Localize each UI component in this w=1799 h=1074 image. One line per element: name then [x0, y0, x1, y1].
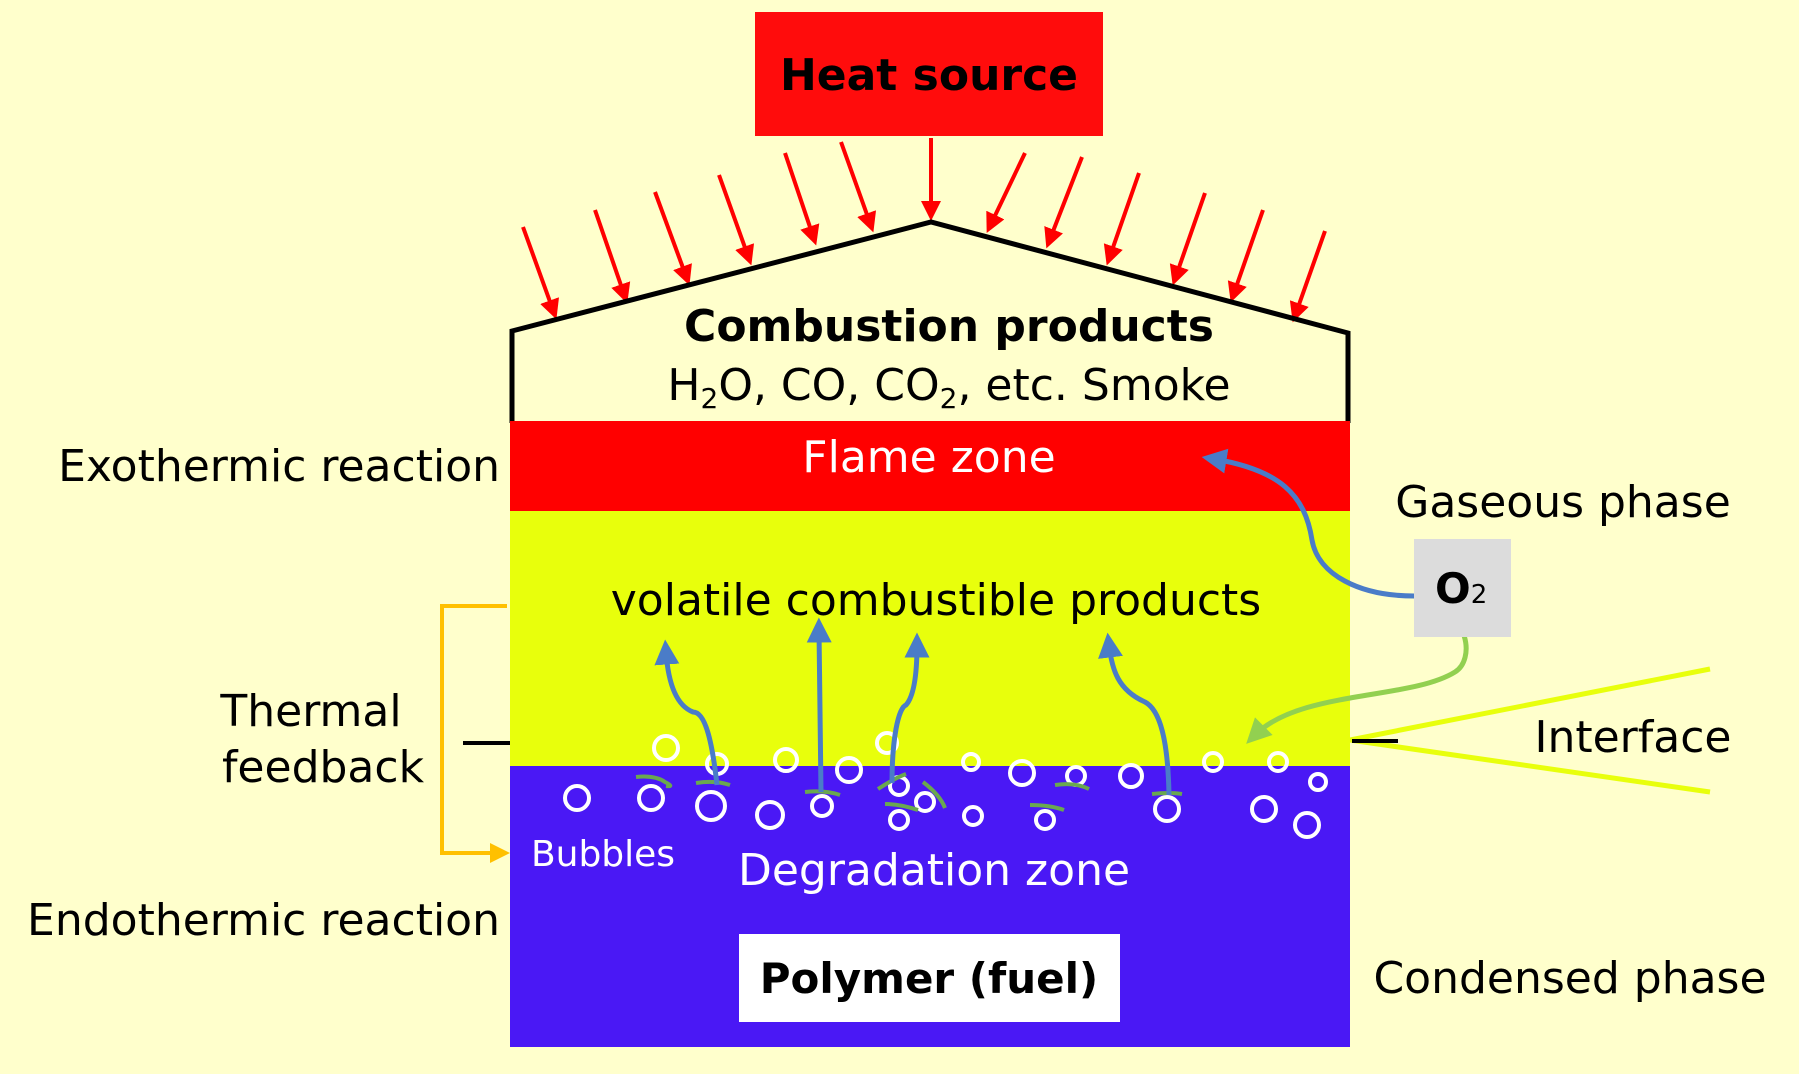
condensed-phase-label: Condensed phase	[1373, 953, 1766, 1004]
polymer-chain	[884, 802, 919, 812]
bubble	[1308, 772, 1328, 792]
bubble	[962, 805, 984, 827]
volatile-arrow	[889, 632, 930, 784]
volatile-arrow	[806, 617, 832, 793]
heat-arrow	[783, 152, 820, 246]
bubbles-label: Bubbles	[531, 834, 675, 875]
volatile-arrow	[654, 639, 720, 786]
bubble	[914, 791, 936, 813]
heat-arrow	[1103, 172, 1141, 266]
bubbles	[563, 731, 1328, 839]
combustion-products-formula: H2O, CO, CO2, etc. Smoke	[667, 360, 1230, 415]
polymer-chain	[1054, 782, 1090, 791]
interface-line-upper	[1349, 666, 1711, 743]
polymer-label: Polymer (fuel)	[760, 954, 1098, 1003]
heat-arrows	[521, 138, 1327, 323]
heat-arrow	[986, 152, 1027, 234]
volatile-arrows	[654, 448, 1415, 796]
flame-zone-label: Flame zone	[802, 432, 1055, 483]
heat-arrow	[593, 209, 631, 304]
combustion-products-outline	[509, 219, 1351, 423]
bubble	[1008, 759, 1036, 787]
bubble	[1250, 795, 1278, 823]
oxygen-label: O2	[1435, 564, 1487, 613]
interface-indicator	[463, 666, 1711, 795]
heat-arrow	[717, 174, 755, 266]
heat-arrow	[653, 191, 692, 286]
heat-source-label: Heat source	[780, 50, 1078, 101]
bubble	[1153, 795, 1181, 823]
bubble	[875, 731, 899, 755]
bubble	[1202, 751, 1224, 773]
bubble	[773, 747, 799, 773]
bubble	[961, 752, 981, 772]
thermal-feedback-label-line1: Thermal	[219, 686, 401, 737]
bubble	[563, 784, 591, 812]
polymer-chain	[804, 789, 841, 797]
polymer-box	[739, 934, 1120, 1022]
thermal-feedback-bracket	[440, 604, 510, 863]
heat-arrow	[1169, 192, 1207, 286]
bubble	[695, 790, 727, 822]
degradation-zone-label: Degradation zone	[738, 845, 1130, 896]
gaseous-phase-label: Gaseous phase	[1395, 477, 1731, 528]
polymer-chain	[635, 774, 673, 789]
polymer-chain	[1029, 803, 1065, 812]
bubble	[1118, 763, 1144, 789]
endothermic-label: Endothermic reaction	[27, 895, 500, 946]
bubble	[1034, 809, 1056, 831]
polymer-chains	[635, 772, 1183, 812]
oxygen-to-flame-arrow	[1201, 448, 1415, 599]
polymer-chain	[695, 779, 731, 787]
interface-label: Interface	[1535, 712, 1732, 763]
heat-arrow	[1289, 230, 1327, 323]
polymer-chain	[921, 780, 947, 809]
volatile-arrow	[1098, 632, 1172, 796]
oxygen-box	[1414, 539, 1511, 637]
bubble	[1293, 811, 1321, 839]
heat-arrow	[1044, 156, 1084, 249]
bubble	[1267, 751, 1289, 773]
heat-source-box	[755, 12, 1103, 136]
bubble	[810, 794, 834, 818]
heat-arrow	[839, 141, 877, 233]
exothermic-label: Exothermic reaction	[58, 441, 500, 492]
thermal-feedback-label-line2: feedback	[222, 742, 425, 793]
bubble	[835, 756, 863, 784]
heat-arrow	[1227, 209, 1265, 303]
volatile-zone	[510, 511, 1350, 766]
volatile-zone-label: volatile combustible products	[611, 575, 1261, 626]
bubble	[652, 734, 680, 762]
interface-line-lower	[1349, 737, 1711, 795]
combustion-products-title: Combustion products	[684, 301, 1214, 352]
bubble	[888, 809, 910, 831]
bubble	[755, 800, 785, 830]
bubble	[637, 784, 665, 812]
heat-arrow	[521, 226, 560, 320]
